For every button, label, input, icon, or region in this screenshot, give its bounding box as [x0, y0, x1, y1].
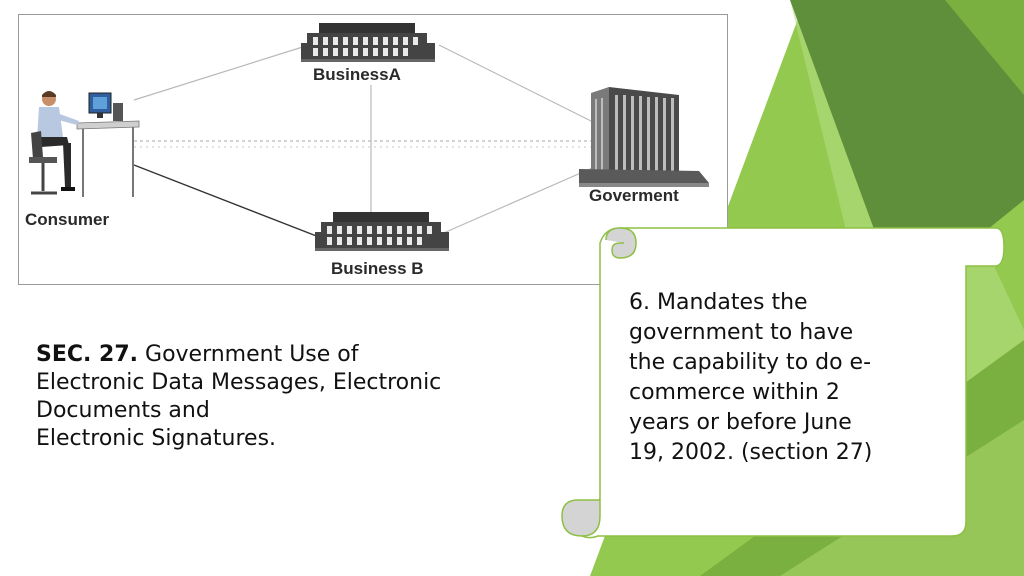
- section-title-part: Government Use of: [145, 342, 359, 367]
- callout-line-1: 6. Mandates the: [629, 290, 808, 315]
- diagram-art: [29, 23, 709, 251]
- section-line-4: Electronic Signatures.: [36, 426, 277, 451]
- node-label-government: Goverment: [589, 186, 679, 205]
- line-businessa-government: [438, 44, 600, 126]
- section-text: SEC. 27. Government Use of Electronic Da…: [36, 341, 556, 453]
- building-icon: [315, 212, 449, 251]
- section-line-3: Documents and: [36, 398, 210, 423]
- bg-shape-mid: [945, 0, 1024, 95]
- callout-line-6: 19, 2002. (section 27): [629, 440, 873, 465]
- network-diagram: BusinessA Consumer Goverment Business B: [18, 14, 728, 285]
- office-tower-icon: [579, 87, 709, 187]
- node-label-business-b: Business B: [331, 259, 424, 278]
- diagram-connections: [133, 44, 600, 236]
- section-line-2: Electronic Data Messages, Electronic: [36, 370, 442, 395]
- section-line-1: SEC. 27. Government Use of: [36, 341, 556, 369]
- building-icon: [301, 23, 435, 62]
- line-consumer-businessa: [133, 44, 310, 101]
- line-consumer-businessb: [133, 164, 320, 238]
- line-government-businessb: [438, 164, 600, 236]
- callout-text: 6. Mandates the government to have the c…: [629, 288, 949, 468]
- callout-line-3: the capability to do e-: [629, 350, 872, 375]
- person-at-computer-icon: [29, 91, 140, 197]
- section-heading: SEC. 27.: [36, 342, 139, 367]
- scroll-top-curl: [605, 227, 637, 259]
- bg-shape-dark: [790, 0, 1024, 300]
- scroll-bottom-curl: [561, 499, 601, 537]
- callout-line-2: government to have: [629, 320, 854, 345]
- callout-line-4: commerce within 2: [629, 380, 840, 405]
- node-label-business-a: BusinessA: [313, 65, 401, 84]
- node-label-consumer: Consumer: [25, 210, 110, 229]
- callout-line-5: years or before June: [629, 410, 852, 435]
